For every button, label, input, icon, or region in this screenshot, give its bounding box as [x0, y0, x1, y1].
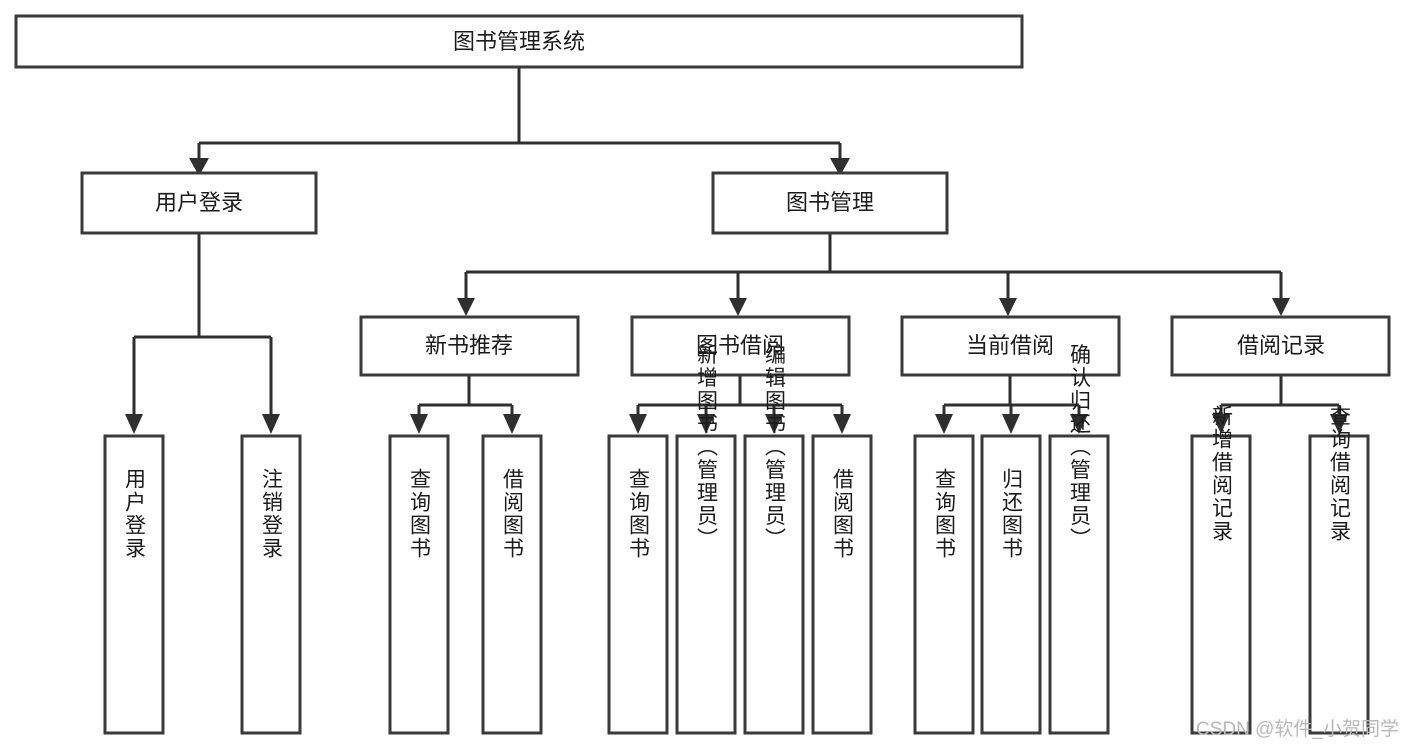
node-leaf-query-book-1-box[interactable] [388, 434, 450, 735]
connectors-book-manage-to-level2 [457, 233, 1290, 316]
arrowhead-leaf-edit-book [765, 414, 783, 434]
arrowhead-leaf-borrow-book-1 [503, 414, 521, 434]
node-borrow-record-label: 借阅记录 [1237, 333, 1325, 358]
node-leaf-query-book-2-label: 查询图书 [627, 468, 651, 560]
node-book-borrow-label: 图书借阅 [696, 333, 784, 358]
arrowhead-leaf-query-book-2 [629, 414, 647, 434]
node-leaf-query-record-box[interactable] [1308, 434, 1370, 735]
node-leaf-return-book[interactable]: 归还图书 [980, 434, 1042, 735]
node-leaf-logout-login[interactable]: 注销登录 [240, 434, 302, 735]
node-new-book-recommend[interactable]: 新书推荐 [359, 315, 580, 377]
arrowhead-current-borrow [999, 298, 1017, 316]
node-leaf-query-book-3-label: 查询图书 [933, 468, 957, 560]
arrowhead-leaf-confirm-return [1070, 414, 1088, 434]
arrowhead-leaf-borrow-book-2 [833, 414, 851, 434]
arrowhead-leaf-query-record [1330, 414, 1348, 434]
node-leaf-query-book-1-label: 查询图书 [408, 468, 432, 560]
node-leaf-borrow-book-1[interactable]: 借阅图书 [481, 434, 543, 735]
node-book-borrow-box[interactable] [630, 315, 851, 377]
connectors-book-borrow-to-leaves [629, 375, 851, 434]
node-leaf-edit-book-label: 编辑图书（管理员） [763, 344, 787, 551]
node-user-login-box[interactable] [80, 171, 318, 235]
csdn-watermark: CSDN @软件_小贺同学 [1196, 718, 1399, 740]
node-borrow-record-box[interactable] [1170, 315, 1391, 377]
node-borrow-record[interactable]: 借阅记录 [1170, 315, 1391, 377]
arrowhead-leaf-add-book [697, 414, 715, 434]
node-book-manage-label: 图书管理 [786, 190, 874, 215]
node-root-label: 图书管理系统 [453, 29, 585, 54]
node-root-box[interactable] [14, 14, 1024, 69]
node-leaf-query-record-label: 查询借阅记录 [1328, 405, 1352, 543]
arrowhead-new-book-recommend [457, 298, 475, 316]
arrowhead-user-login [189, 158, 209, 176]
node-current-borrow-box[interactable] [900, 315, 1121, 377]
node-leaf-borrow-book-2[interactable]: 借阅图书 [811, 434, 873, 735]
node-root[interactable]: 图书管理系统 [14, 14, 1024, 69]
node-leaf-query-book-1[interactable]: 查询图书 [388, 434, 450, 735]
node-leaf-confirm-return-box[interactable] [1048, 434, 1110, 735]
connectors-root-to-level1 [189, 67, 850, 176]
connectors-user-login-to-leaves [125, 233, 280, 434]
node-leaf-add-record-label: 新增借阅记录 [1210, 405, 1234, 543]
node-leaf-edit-book[interactable]: 编辑图书（管理员） [743, 344, 805, 735]
node-user-login[interactable]: 用户登录 [80, 171, 318, 235]
arrowhead-book-manage [830, 158, 850, 176]
node-leaf-confirm-return[interactable]: 确认归还（管理员） [1048, 344, 1110, 735]
node-leaf-add-record[interactable]: 新增借阅记录 [1190, 405, 1252, 735]
connectors-new-book-recommend-to-leaves [410, 375, 521, 434]
node-leaf-query-record[interactable]: 查询借阅记录 [1308, 405, 1370, 735]
node-leaf-user-login-box[interactable] [103, 434, 165, 735]
node-current-borrow[interactable]: 当前借阅 [900, 315, 1121, 377]
node-leaf-logout-login-label: 注销登录 [260, 468, 284, 560]
arrowhead-leaf-query-book-1 [410, 414, 428, 434]
node-leaf-logout-login-box[interactable] [240, 434, 302, 735]
node-leaf-add-book-box[interactable] [675, 434, 737, 735]
node-current-borrow-label: 当前借阅 [966, 333, 1054, 358]
node-book-manage-box[interactable] [711, 171, 949, 235]
node-new-book-recommend-label: 新书推荐 [425, 333, 513, 358]
arrowhead-leaf-return-book [1002, 414, 1020, 434]
node-leaf-add-record-box[interactable] [1190, 434, 1252, 735]
node-book-manage[interactable]: 图书管理 [711, 171, 949, 235]
node-leaf-query-book-2[interactable]: 查询图书 [607, 434, 669, 735]
node-leaf-borrow-book-2-box[interactable] [811, 434, 873, 735]
node-leaf-add-book[interactable]: 新增图书（管理员） [675, 344, 737, 735]
arrowhead-book-borrow [729, 298, 747, 316]
node-new-book-recommend-box[interactable] [359, 315, 580, 377]
node-leaf-borrow-book-1-box[interactable] [481, 434, 543, 735]
node-leaf-return-book-label: 归还图书 [1000, 468, 1024, 560]
node-book-borrow[interactable]: 图书借阅 [630, 315, 851, 377]
node-leaf-borrow-book-2-label: 借阅图书 [831, 468, 855, 560]
node-leaf-borrow-book-1-label: 借阅图书 [501, 468, 525, 560]
node-leaf-edit-book-box[interactable] [743, 434, 805, 735]
node-leaf-confirm-return-label: 确认归还（管理员） [1068, 344, 1092, 551]
node-leaf-query-book-3-box[interactable] [913, 434, 975, 735]
node-leaf-query-book-3[interactable]: 查询图书 [913, 434, 975, 735]
arrowhead-leaf-add-record [1212, 414, 1230, 434]
arrowhead-borrow-record [1272, 298, 1290, 316]
connectors-borrow-record-to-leaves [1212, 375, 1348, 434]
arrowhead-leaf-query-book-3 [935, 414, 953, 434]
node-user-login-label: 用户登录 [155, 190, 243, 215]
node-leaf-user-login[interactable]: 用户登录 [103, 434, 165, 735]
node-leaf-return-book-box[interactable] [980, 434, 1042, 735]
arrowhead-leaf-logout-login [262, 414, 280, 434]
arrowhead-leaf-user-login [125, 414, 143, 434]
node-leaf-user-login-label: 用户登录 [123, 468, 147, 560]
node-leaf-add-book-label: 新增图书（管理员） [695, 344, 719, 551]
node-leaf-query-book-2-box[interactable] [607, 434, 669, 735]
connectors-current-borrow-to-leaves [935, 375, 1088, 434]
